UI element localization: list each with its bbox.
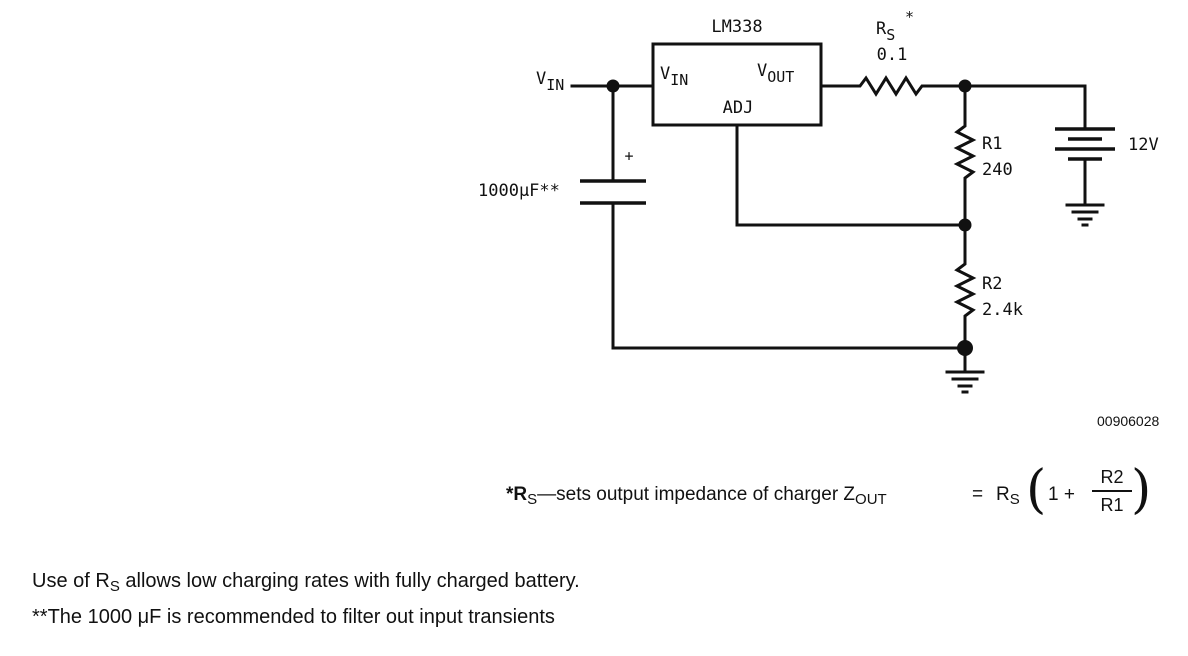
input-label: VIN (536, 69, 564, 94)
fraction-denominator: R1 (1100, 495, 1124, 515)
ic-pin-vout: VOUT (757, 61, 794, 86)
formula-right-paren: ) (1131, 460, 1152, 520)
figure-id: 00906028 (1097, 413, 1160, 429)
r2-label: R2 (982, 274, 1002, 294)
r2-resistor (953, 258, 977, 322)
r1-resistor (953, 120, 977, 184)
cap-polarity: + (624, 147, 633, 165)
r2-value: 2.4k (982, 300, 1023, 320)
impedance-formula: *RS—sets output impedance of charger ZOU… (506, 460, 1151, 526)
ic-name: LM338 (711, 17, 762, 37)
rs-resistor (852, 75, 932, 97)
ic-pin-vin: VIN (660, 64, 688, 89)
formula-equals: = (972, 484, 984, 505)
formula-fraction: R2 R1 (1092, 466, 1132, 516)
cap-label: 1000μF** (478, 181, 560, 201)
formula-text: *RS—sets output impedance of charger ZOU… (506, 484, 887, 508)
ground-icon (945, 370, 985, 394)
formula-rs: RS (996, 484, 1020, 508)
battery-label: 12V (1128, 135, 1159, 155)
rs-value: 0.1 (877, 45, 908, 65)
fraction-numerator: R2 (1100, 467, 1124, 487)
formula-one-plus: 1 + (1048, 484, 1075, 505)
fraction-bar (1092, 490, 1132, 492)
r1-label: R1 (982, 134, 1002, 154)
ic-pin-adj: ADJ (723, 98, 754, 118)
rs-label: RS (876, 19, 895, 44)
r1-value: 240 (982, 160, 1013, 180)
circuit-schematic: LM338 VIN VOUT ADJ VIN + 1000μF** RS * 0… (478, 8, 1159, 394)
note-line-2: **The 1000 μF is recommended to filter o… (32, 606, 555, 628)
formula-left-paren: ( (1026, 460, 1047, 520)
note-line-1: Use of RS allows low charging rates with… (32, 570, 580, 595)
rs-star: * (905, 8, 914, 26)
battery-ground-icon (1065, 203, 1105, 227)
